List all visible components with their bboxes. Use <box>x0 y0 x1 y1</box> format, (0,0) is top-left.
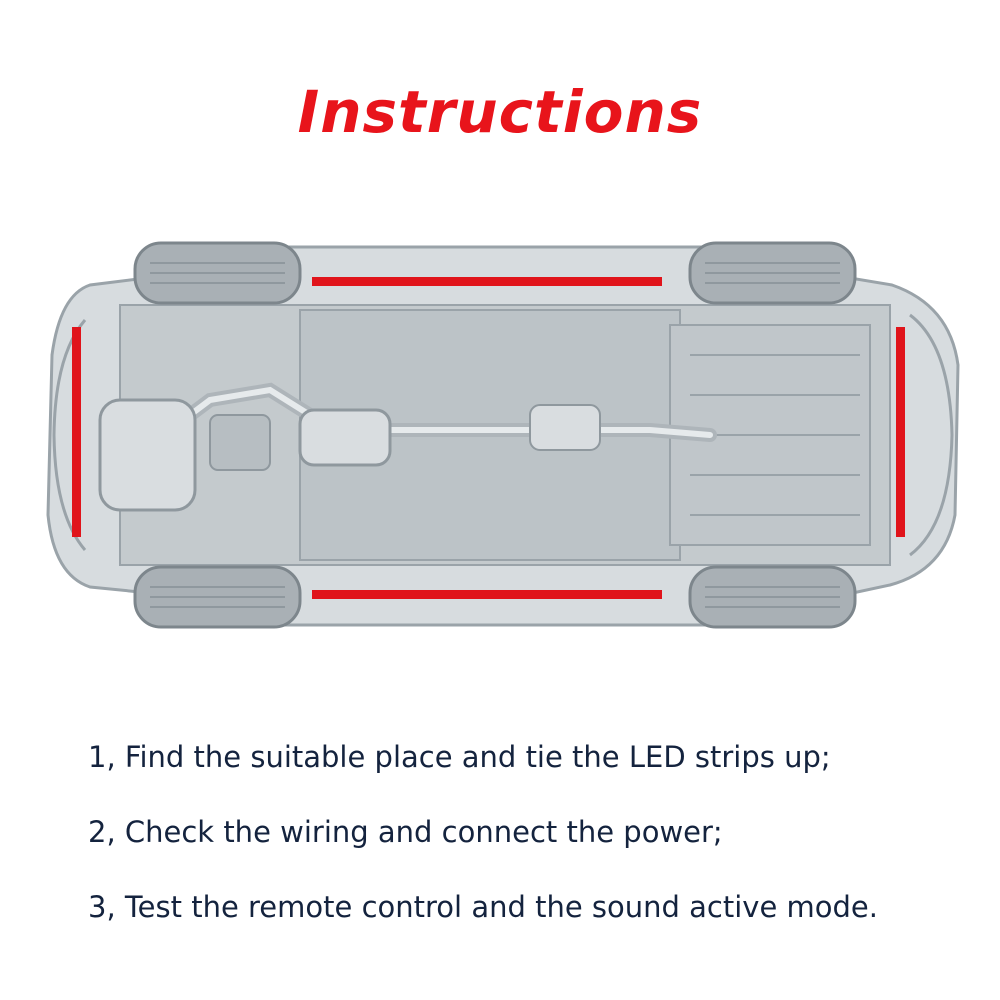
led-strip-front <box>896 327 905 537</box>
led-strip-bottom <box>312 590 662 599</box>
led-strip-rear <box>72 327 81 537</box>
instruction-step-1: 1, Find the suitable place and tie the L… <box>88 740 831 774</box>
wheels <box>133 241 857 629</box>
exhaust-system <box>98 382 717 512</box>
led-strips <box>72 277 905 599</box>
led-strip-top <box>312 277 662 286</box>
page-title: Instructions <box>297 78 703 146</box>
instruction-step-3: 3, Test the remote control and the sound… <box>88 890 878 924</box>
car-underside-icon <box>46 241 960 629</box>
instruction-step-2: 2, Check the wiring and connect the powe… <box>88 815 723 849</box>
